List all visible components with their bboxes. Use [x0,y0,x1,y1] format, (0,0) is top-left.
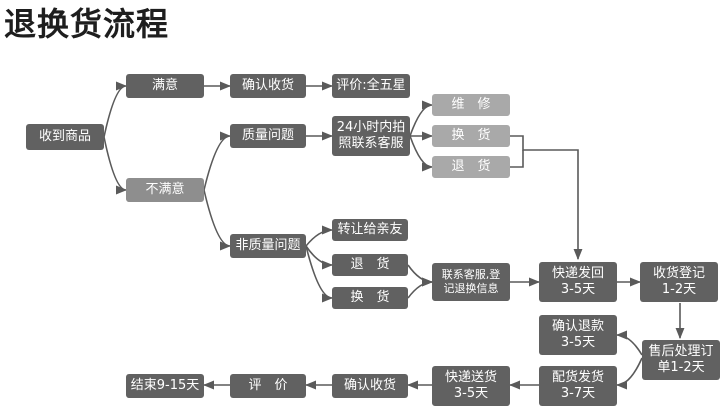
node-non-quality-issue: 非质量问题 [230,234,306,258]
node-return-top: 退 货 [432,156,510,178]
node-repair: 维 修 [432,94,510,116]
node-confirm-receipt-bottom: 确认收货 [332,374,408,398]
node-receipt-register: 收货登记 1-2天 [640,262,718,302]
node-confirm-receipt-top: 确认收货 [230,74,306,98]
node-confirm-refund: 确认退款 3-5天 [539,315,617,355]
edge-exchange-express [510,135,583,261]
node-review: 评 价 [230,374,306,398]
node-transfer-friend: 转让给亲友 [332,219,408,241]
node-satisfied: 满意 [126,74,204,98]
edge-nonquality-return [305,245,334,270]
node-express-send: 快递送货 3-5天 [432,366,510,406]
node-contact-service: 24小时内拍 照联系客服 [332,116,410,156]
edge-unsatisfied-nonquality [203,189,232,251]
edge-return-register [407,264,434,287]
edge-receive-unsatisfied [103,136,128,195]
node-exchange-mid: 换 货 [332,287,408,309]
page-title: 退换货流程 [4,5,170,43]
node-receive: 收到商品 [26,124,104,150]
node-exchange-top: 换 货 [432,125,510,147]
node-unsatisfied: 不满意 [126,178,204,202]
edge-nonquality-exchange [305,245,334,303]
node-after-sales: 售后处理订 单1-2天 [642,340,720,380]
edge-receive-satisfied [103,81,128,138]
node-return-mid: 退 货 [332,254,408,276]
node-rate-five-star: 评价:全五星 [332,74,410,98]
node-contact-register: 联系客服,登 记退换信息 [432,263,510,301]
node-quality-issue: 质量问题 [230,124,306,148]
edge-contact-return [409,135,434,172]
edge-return-express [510,150,524,168]
node-ship-goods: 配货发货 3-7天 [539,366,617,406]
edge-exchange-register [407,277,434,299]
edge-unsatisfied-quality [203,131,232,191]
edge-aftersales-refund [615,330,643,356]
node-end: 结束9-15天 [126,374,204,398]
edge-nonquality-transfer [305,225,334,247]
node-express-back: 快递发回 3-5天 [539,262,617,302]
edge-contact-repair [409,100,434,137]
edge-aftersales-ship [615,357,643,390]
